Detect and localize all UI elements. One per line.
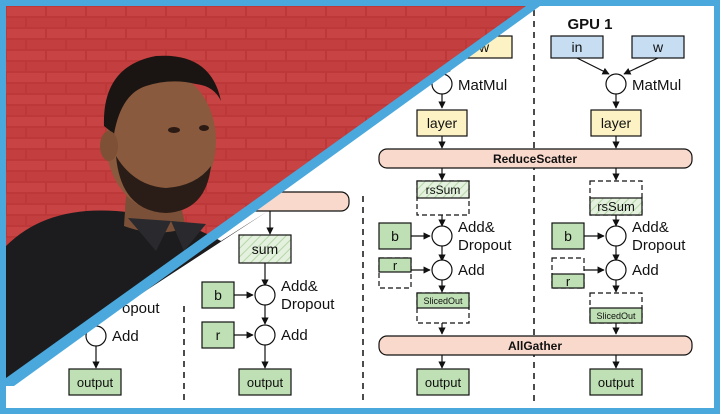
reduce-scatter-label: ReduceScatter — [493, 152, 577, 166]
add-dropout-label2-gpu1: Dropout — [632, 237, 686, 254]
output-label-mid: output — [247, 375, 284, 390]
output-box-gpu0 — [416, 368, 470, 396]
diagram-svg: GPU 1 in w MatMul layer w MatMul layer R… — [6, 6, 693, 404]
allgather-bar — [378, 335, 693, 356]
layer-label-gpu1: layer — [601, 115, 632, 131]
matmul-label-gpu0: MatMul — [458, 77, 507, 94]
add-dropout-node-mid — [254, 284, 276, 306]
right-diagram: GPU 1 in w MatMul layer w MatMul layer R… — [378, 10, 693, 404]
partial-dropout-label: opout — [122, 300, 160, 317]
matmul-label-gpu1: MatMul — [632, 77, 681, 94]
b-label-mid: b — [214, 287, 222, 303]
add-dropout-node-gpu0 — [431, 225, 453, 247]
slicedout-label-gpu1: SlicedOut — [596, 311, 636, 321]
in-label: in — [572, 39, 583, 55]
output-label-gpu0: output — [425, 375, 462, 390]
add-label-gpu1: Add — [632, 262, 659, 279]
layer-label-gpu0: layer — [427, 115, 458, 131]
sum-label: sum — [252, 241, 278, 257]
add-dropout-node-gpu1 — [605, 225, 627, 247]
add-dropout-label1-gpu1: Add& — [632, 219, 669, 236]
b-label-gpu0: b — [391, 228, 399, 244]
add-dropout-label2-gpu0: Dropout — [458, 237, 512, 254]
rssum-label-gpu0: rsSum — [426, 183, 461, 197]
r-label-gpu0: r — [393, 258, 398, 273]
add-label-gpu0: Add — [458, 262, 485, 279]
add-dropout-label1-gpu0: Add& — [458, 219, 495, 236]
diagonal-border-band — [6, 6, 540, 386]
add-node-mid — [254, 324, 276, 346]
matmul-node-gpu1 — [605, 73, 627, 95]
layer-box-gpu0 — [416, 109, 468, 137]
add-label-left: Add — [112, 328, 139, 345]
b-box-mid — [201, 281, 235, 309]
reduce-scatter-bar — [378, 148, 693, 169]
rssum-label-gpu1: rsSum — [597, 199, 635, 214]
r-label-gpu1: r — [566, 274, 571, 289]
w-label: w — [652, 39, 664, 55]
b-label-gpu1: b — [564, 228, 572, 244]
add-node-gpu0 — [431, 259, 453, 281]
thumbnail-canvas: GPU 1 in w MatMul layer w MatMul layer R… — [6, 6, 714, 408]
add-node-gpu1 — [605, 259, 627, 281]
b-box-gpu0 — [378, 222, 412, 250]
b-box-gpu1 — [551, 222, 585, 250]
add-dropout-label2-mid: Dropout — [281, 296, 335, 313]
output-label-left: output — [77, 375, 114, 390]
output-box-left — [68, 368, 122, 396]
add-dropout-label1-mid: Add& — [281, 278, 318, 295]
add-label-mid: Add — [281, 327, 308, 344]
slicedout-label-gpu0: SlicedOut — [423, 296, 463, 306]
output-label-gpu1: output — [598, 375, 635, 390]
r-label-mid: r — [216, 327, 221, 343]
allgather-label: AllGather — [508, 339, 562, 353]
output-box-gpu1 — [589, 368, 643, 396]
gpu-title: GPU 1 — [567, 16, 612, 33]
r-box-mid — [201, 321, 235, 349]
output-box-mid — [238, 368, 292, 396]
